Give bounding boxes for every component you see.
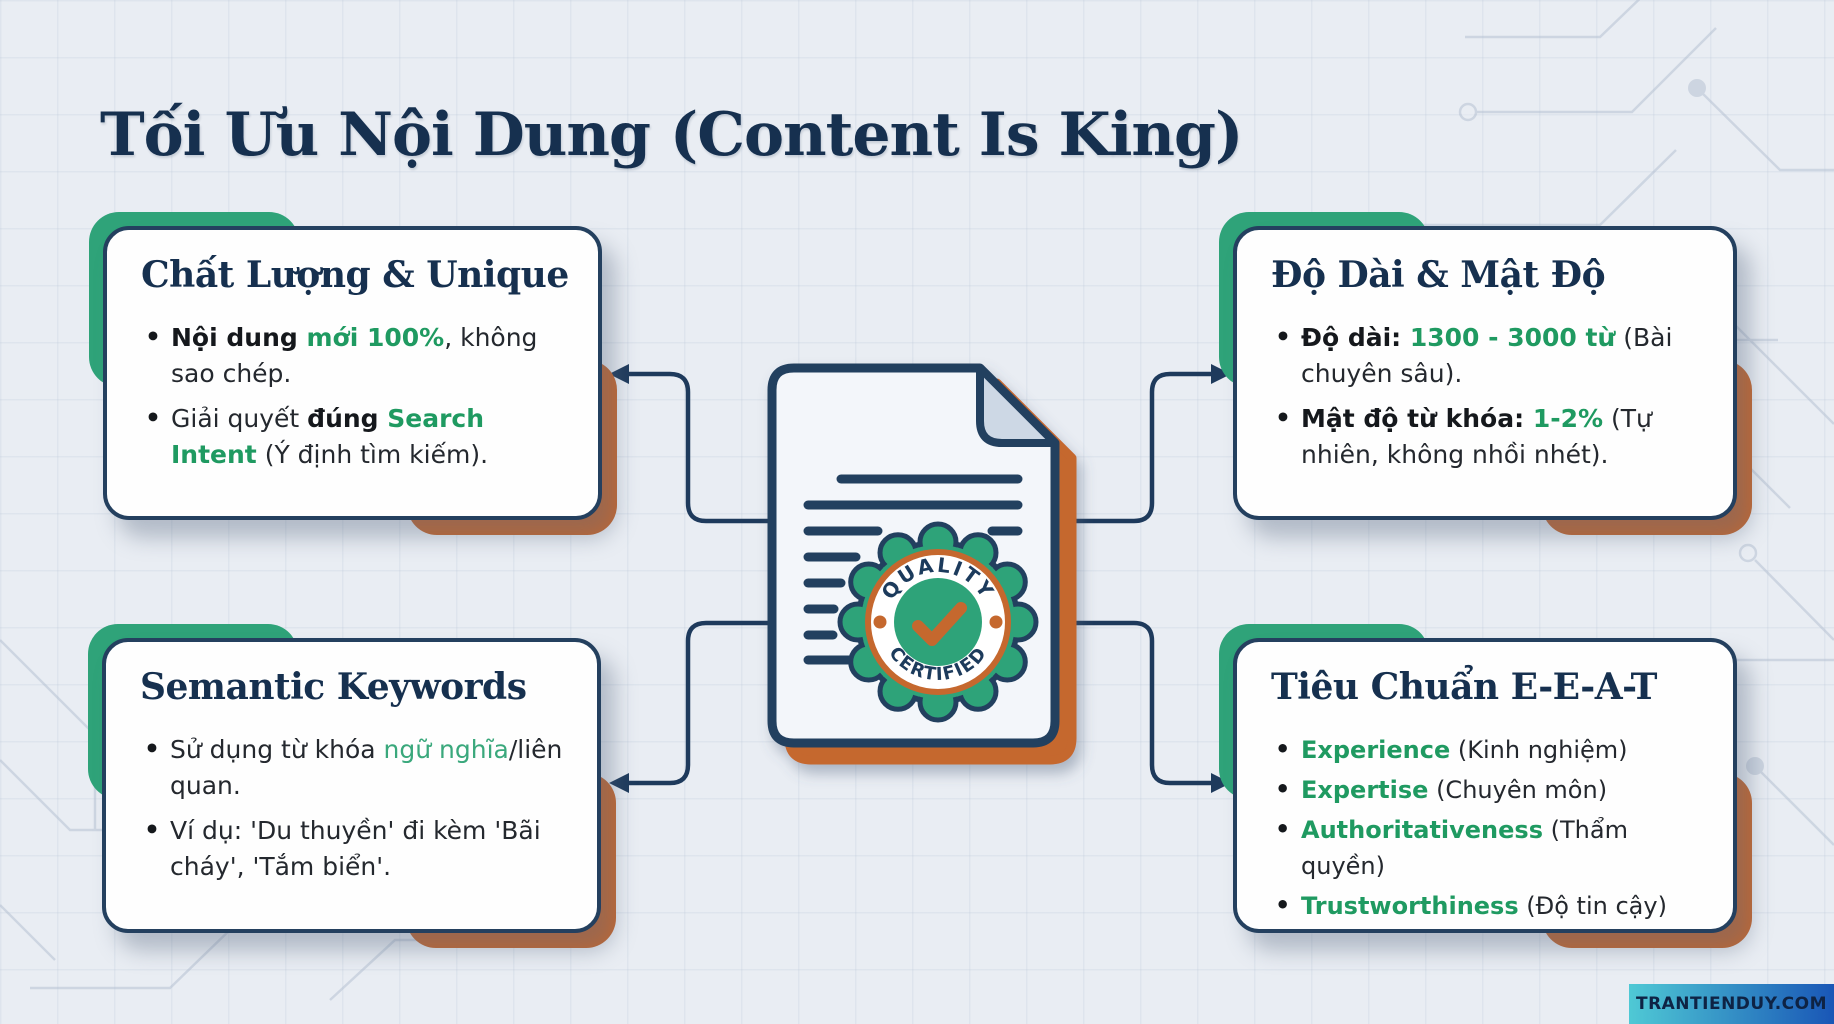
bullet-text-segment: (Chuyên môn) [1428, 776, 1608, 804]
document-icon: QUALITY CERTIFIED [767, 363, 1077, 765]
card-heading: Độ Dài & Mật Độ [1271, 254, 1606, 296]
card-bullet-list: Experience (Kinh nghiệm)Expertise (Chuyê… [1271, 731, 1719, 924]
badge-center-circle [894, 578, 982, 666]
card-do-dai-mat-do: Độ Dài & Mật Độ Độ dài: 1300 - 3000 từ (… [1219, 212, 1752, 535]
card-chat-luong-unique: Chất Lượng & Unique Nội dung mới 100%, k… [89, 212, 617, 535]
bullet-item: Sử dụng từ khóa ngữ nghĩa/liên quan. [140, 731, 573, 805]
bullet-text-segment: Experience [1301, 736, 1451, 764]
card-bullet-list: Sử dụng từ khóa ngữ nghĩa/liên quan. Ví d… [140, 731, 573, 886]
bullet-text-segment: đúng [307, 403, 388, 433]
badge-left-dot [873, 615, 887, 629]
bullet-text-segment: Search Intent [171, 403, 485, 469]
card-bullet-list: Nội dung mới 100%, không sao chép.Giải q… [141, 319, 574, 474]
bullet-item: Trustworthiness (Độ tin cậy) [1271, 887, 1719, 924]
bullet-text-segment: , không sao chép. [171, 323, 538, 389]
bullet-text-segment: Trustworthiness [1301, 892, 1519, 920]
bullet-text-segment: (Kinh nghiệm) [1450, 736, 1628, 764]
bullet-text-segment: Nội dung [171, 323, 307, 352]
card-bullet-list: Độ dài: 1300 - 3000 từ (Bài chuyên sâu).… [1271, 319, 1709, 474]
card-heading: Semantic Keywords [140, 666, 527, 708]
bullet-text-segment: Sử dụng từ khóa [170, 735, 384, 764]
bullet-text-segment: 1-2% [1532, 403, 1604, 433]
document-fold-corner [976, 364, 1059, 447]
bullet-text-segment: (Bài chuyên sâu). [1301, 323, 1673, 389]
bullet-item: Expertise (Chuyên môn) [1271, 771, 1719, 808]
bullet-text-segment: mới 100% [306, 323, 445, 352]
bullet-item: Experience (Kinh nghiệm) [1271, 731, 1719, 768]
connector-lines [622, 371, 1216, 786]
bullet-text-segment: Expertise [1301, 776, 1429, 804]
watermark-link[interactable]: TRANTIENDUY.COM [1629, 984, 1834, 1024]
bullet-item: Ví dụ: 'Du thuyền' đi kèm 'Bãi cháy', 'T… [140, 812, 573, 886]
bullet-text-segment: (Thẩm quyền) [1301, 816, 1628, 880]
bullet-text-segment: /liên quan. [170, 735, 563, 801]
card-heading: Chất Lượng & Unique [141, 254, 569, 296]
bullet-text-segment: Độ dài: [1301, 323, 1410, 352]
bullet-item: Authoritativeness (Thẩm quyền) [1271, 811, 1719, 884]
card-tieu-chuan-eeat: Tiêu Chuẩn E-E-A-T Experience (Kinh nghi… [1219, 624, 1752, 948]
bullet-item: Độ dài: 1300 - 3000 từ (Bài chuyên sâu). [1271, 319, 1709, 393]
checkmark-icon [912, 602, 967, 646]
bullet-text-segment: Ví dụ: 'Du thuyền' đi kèm 'Bãi cháy', 'T… [170, 815, 541, 881]
card-heading: Tiêu Chuẩn E-E-A-T [1271, 666, 1657, 708]
connector-arrowheads [609, 364, 1231, 793]
bullet-text-segment: Mật độ từ khóa: [1301, 403, 1533, 433]
bullet-item: Giải quyết đúng Search Intent (Ý định tì… [141, 400, 574, 474]
bullet-item: Nội dung mới 100%, không sao chép. [141, 319, 574, 393]
quality-badge-icon: QUALITY CERTIFIED [837, 521, 1039, 723]
bullet-text-segment: (Độ tin cậy) [1518, 892, 1667, 920]
bullet-text-segment: (Tự nhiên, không nhồi nhét). [1301, 403, 1652, 469]
badge-right-dot [989, 615, 1003, 629]
bullet-text-segment: 1300 - 3000 từ [1409, 323, 1616, 352]
bullet-item: Mật độ từ khóa: 1-2% (Tự nhiên, không nh… [1271, 400, 1709, 474]
bullet-text-segment: ngữ nghĩa [383, 735, 509, 764]
bullet-text-segment: Giải quyết [171, 403, 308, 433]
bullet-text-segment: (Ý định tìm kiếm). [256, 439, 489, 469]
bullet-text-segment: Authoritativeness [1301, 816, 1543, 844]
card-semantic-keywords: Semantic Keywords Sử dụng từ khóa ngữ ng… [88, 624, 616, 948]
page-title: Tối Ưu Nội Dung (Content Is King) [100, 100, 1243, 171]
